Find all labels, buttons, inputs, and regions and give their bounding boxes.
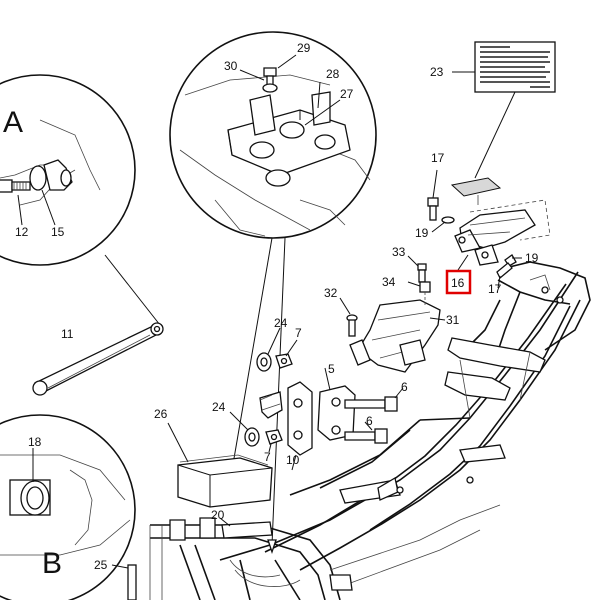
link-11 xyxy=(32,322,164,396)
callout-24-upper: 24 xyxy=(274,316,288,330)
washer-19-left xyxy=(431,216,455,233)
callout-30: 30 xyxy=(224,59,238,73)
detail-a: A xyxy=(0,74,136,266)
callout-29: 29 xyxy=(297,41,311,55)
callout-19-left: 19 xyxy=(415,226,429,240)
highlighted-callout-16: 16 xyxy=(445,254,472,295)
callout-7-lower: 7 xyxy=(264,450,271,464)
highlight-box xyxy=(445,269,472,295)
washer-24-upper xyxy=(256,327,281,372)
callout-7-upper: 7 xyxy=(295,326,302,340)
callout-6-lower: 6 xyxy=(366,414,373,428)
clip-20 xyxy=(219,517,273,539)
bracket-10 xyxy=(259,381,313,471)
battery-box-26 xyxy=(167,422,273,508)
nut-7-upper xyxy=(275,339,298,369)
detail-b-label: B xyxy=(42,547,62,580)
callout-27: 27 xyxy=(340,87,354,101)
callout-12: 12 xyxy=(15,225,29,239)
callout-16: 16 xyxy=(451,276,465,290)
callout-31: 31 xyxy=(446,313,460,327)
callout-10: 10 xyxy=(286,453,300,467)
callout-34: 34 xyxy=(382,275,396,289)
bushing-18 xyxy=(9,479,51,516)
callout-33: 33 xyxy=(392,245,406,259)
bolt-6-upper xyxy=(344,387,404,412)
callout-5: 5 xyxy=(328,362,335,376)
washer-24-lower xyxy=(229,411,260,447)
callout-20: 20 xyxy=(211,508,225,522)
callout-26: 26 xyxy=(154,407,168,421)
detail-a-label: A xyxy=(3,106,23,139)
warning-label-23 xyxy=(452,41,556,179)
bolt-17 xyxy=(427,169,439,221)
bolt-19-right xyxy=(496,254,522,289)
bolt-33 xyxy=(407,255,427,283)
bolt-6-lower xyxy=(344,421,388,444)
nut-7-lower xyxy=(265,429,283,453)
detail-battery-box xyxy=(169,31,377,239)
callout-23: 23 xyxy=(430,65,444,79)
callout-11: 11 xyxy=(61,327,74,341)
bracket-16 xyxy=(454,195,551,266)
callout-19-right: 19 xyxy=(525,251,539,265)
callout-28: 28 xyxy=(326,67,340,81)
detail-b: B xyxy=(0,414,136,600)
clip-15 xyxy=(29,159,73,191)
part-25 xyxy=(111,564,137,600)
callout-6-upper: 6 xyxy=(401,380,408,394)
callout-24-lower: 24 xyxy=(212,400,226,414)
callout-25: 25 xyxy=(94,558,108,572)
callout-32: 32 xyxy=(324,286,338,300)
bracket-31 xyxy=(349,299,446,373)
main-frame xyxy=(149,261,591,600)
screw-32 xyxy=(339,297,358,337)
callout-17: 17 xyxy=(431,151,445,165)
callout-15: 15 xyxy=(51,225,65,239)
callout-labels: 29 30 28 27 23 17 19 19 33 34 32 31 24 7… xyxy=(15,41,539,572)
bolt-12 xyxy=(0,179,31,193)
callout-17-lower: 17 xyxy=(488,282,502,296)
callout-18: 18 xyxy=(28,435,42,449)
nut-34 xyxy=(407,281,431,293)
